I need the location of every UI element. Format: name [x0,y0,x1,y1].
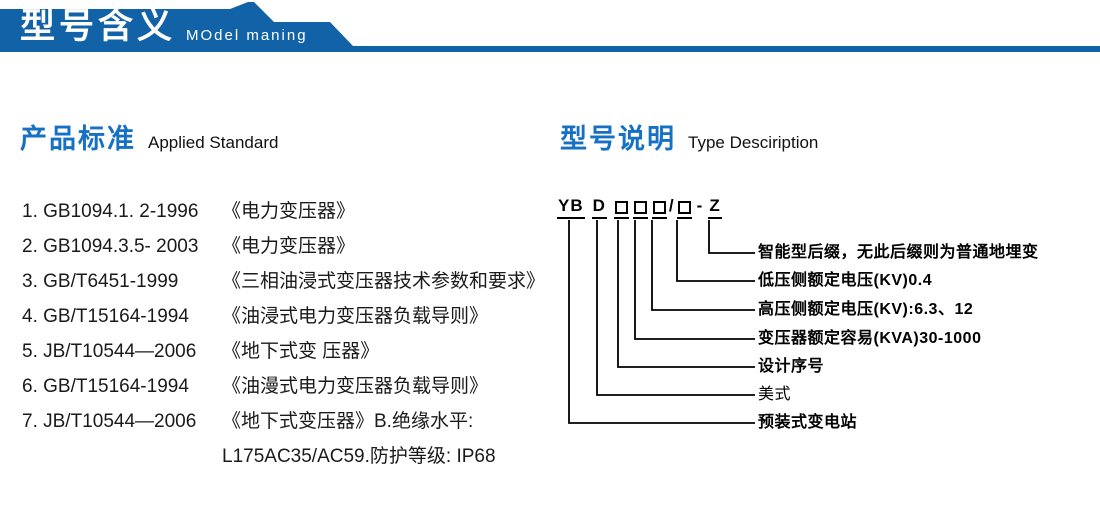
square-placeholder-icon [677,201,691,214]
standard-item: 2. GB1094.3.5- 2003 《电力变压器》 [22,229,557,264]
label-design-number: 设计序号 [758,358,825,375]
type-description-heading-cn: 型号说明 [560,124,676,154]
page-title: 型号含义 [20,7,177,46]
standard-code: 7. JB/T10544—2006 [22,411,197,432]
model-code-box-capacity [613,201,629,219]
label-hv-voltage: 高压侧额定电压(KV):6.3、12 [758,301,974,318]
standard-item: 4. GB/T15164-1994 《油浸式电力变压器负载导则》 [22,299,557,334]
standard-title: 《三相油浸式变压器技术参数和要求》 [222,271,546,292]
standard-item: 6. GB/T15164-1994 《油漫式电力变压器负载导则》 [22,369,557,404]
standard-code: 3. GB/T6451-1999 [22,271,179,292]
standard-title: 《地下式变 压器》 [222,341,380,362]
standard-title: 《电力变压器》 [222,236,356,257]
model-code-slash: / [668,196,675,215]
standard-code: 2. GB1094.3.5- 2003 [22,236,199,257]
right-section-heading: 型号说明 Type Desciription [560,117,818,156]
label-lv-voltage: 低压侧额定电压(KV)0.4 [758,272,933,289]
label-rated-capacity: 变压器额定容易(KVA)30-1000 [758,330,982,347]
model-code-box-lv [676,201,692,219]
standard-item: 5. JB/T10544—2006 《地下式变 压器》 [22,334,557,369]
standard-code: 6. GB/T15164-1994 [22,376,189,397]
model-code-prefix: YB [557,196,585,219]
standard-item: 3. GB/T6451-1999 《三相油浸式变压器技术参数和要求》 [22,264,557,299]
standard-code [22,439,222,474]
model-code-dash: - [696,196,704,215]
label-smart-suffix: 智能型后缀，无此后缀则为普通地埋变 [758,244,1039,261]
model-code-box-design [632,201,648,219]
square-placeholder-icon [633,201,647,214]
applied-standard-heading-cn: 产品标准 [20,124,136,154]
standard-title: L175AC35/AC59.防护等级: IP68 [222,446,496,467]
applied-standard-heading-en: Applied Standard [148,133,279,152]
label-prefab-substation: 预装式变电站 [758,414,858,431]
type-description-heading-en: Type Desciription [688,133,819,152]
standard-code: 5. JB/T10544—2006 [22,341,197,362]
standard-item: 1. GB1094.1. 2-1996 《电力变压器》 [22,194,557,229]
square-placeholder-icon [614,201,628,214]
standard-item-continuation: L175AC35/AC59.防护等级: IP68 [22,439,557,474]
standard-title: 《油漫式电力变压器负载导则》 [222,376,489,397]
standard-code: 4. GB/T15164-1994 [22,306,189,327]
label-american-style: 美式 [758,386,792,403]
model-code-style: D [591,196,607,219]
page-subtitle: MOdel maning [186,27,308,44]
standard-item: 7. JB/T10544—2006 《地下式变压器》B.绝缘水平: [22,404,557,439]
model-code: YB D / - Z [557,196,722,219]
standard-title: 《油浸式电力变压器负载导则》 [222,306,489,327]
left-section-heading: 产品标准 Applied Standard [20,117,278,156]
standards-list: 1. GB1094.1. 2-1996 《电力变压器》 2. GB1094.3.… [22,194,557,474]
model-code-box-hv [651,201,667,219]
standard-title: 《地下式变压器》B.绝缘水平: [222,411,474,432]
model-code-connector-lines [568,220,755,424]
model-code-suffix: Z [708,196,722,219]
standard-title: 《电力变压器》 [222,201,356,222]
square-placeholder-icon [652,201,666,214]
standard-code: 1. GB1094.1. 2-1996 [22,201,199,222]
